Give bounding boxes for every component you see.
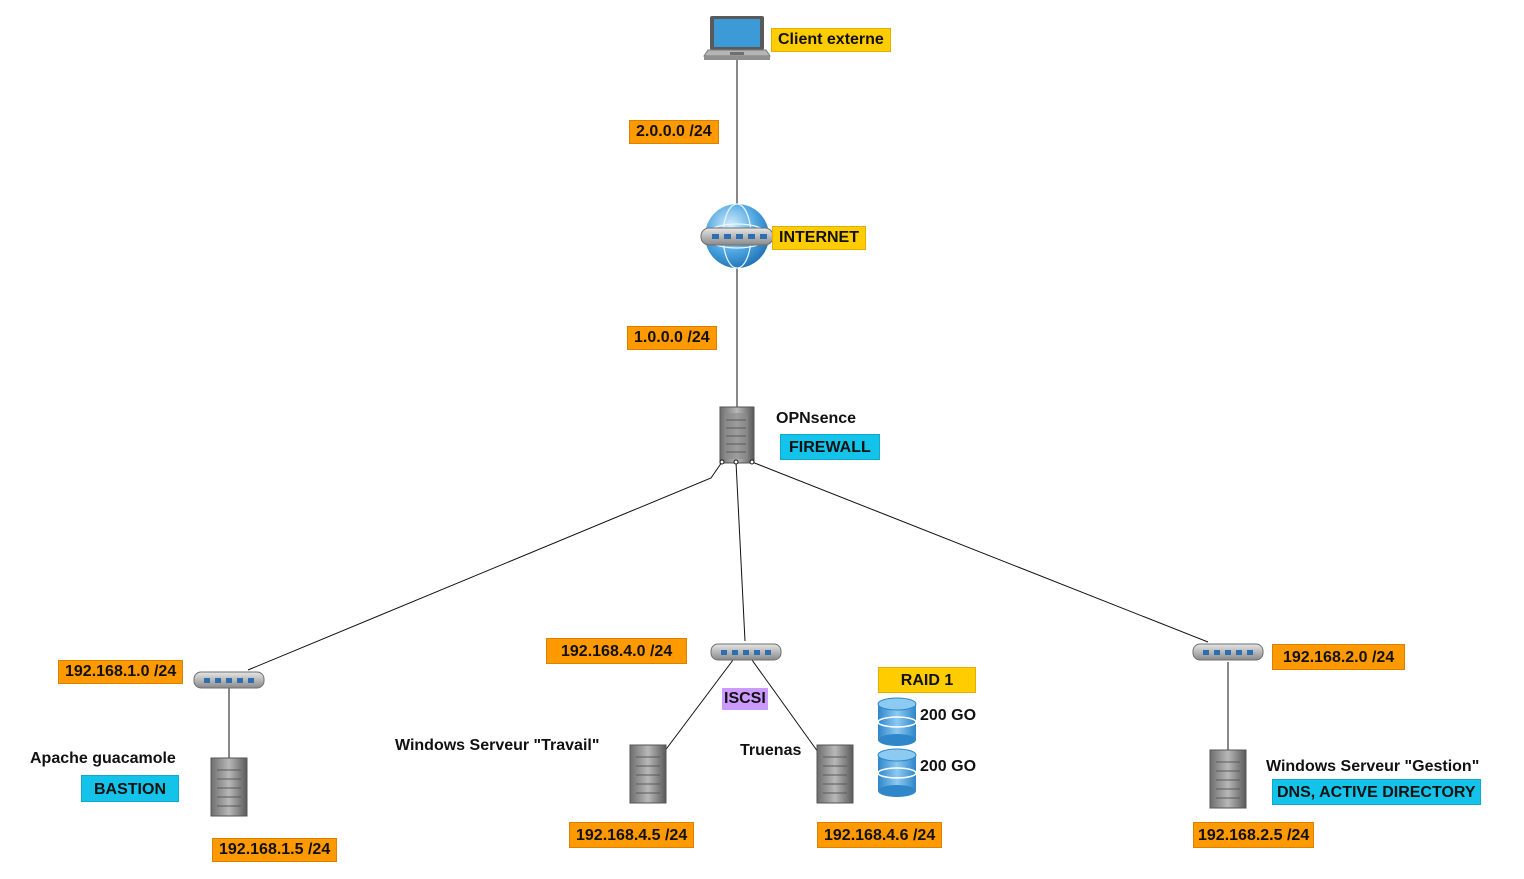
gestion-server-icon [1209,749,1247,809]
gestion-name: Windows Serveur "Gestion" [1266,758,1480,775]
laptop-icon [703,16,771,60]
switch-lan2-icon [1192,643,1264,661]
raid-label: RAID 1 [878,667,976,693]
link-firewall-lan1 [247,461,723,671]
switch-lan4-icon [710,643,782,661]
internet-subnet-label: 1.0.0.0 /24 [627,326,717,350]
lan4-subnet-label: 192.168.4.0 /24 [546,638,688,664]
gestion-role-badge: DNS, ACTIVE DIRECTORY [1272,779,1481,805]
firewall-server-icon [719,406,755,465]
internet-globe-icon [700,203,774,269]
network-links [228,60,1229,758]
travail-name: Windows Serveur "Travail" [395,737,600,754]
lan2-subnet-label: 192.168.2.0 /24 [1272,644,1406,670]
switch-lan1-icon [193,671,265,689]
disk-2-size: 200 GO [920,758,977,775]
bastion-ip-label: 192.168.1.5 /24 [212,838,338,862]
disk-1-icon [877,697,917,746]
link-firewall-lan2 [751,461,1209,643]
disk-1-size: 200 GO [920,707,977,724]
bastion-name: Apache guacamole [30,750,176,767]
bastion-role-badge: BASTION [81,775,179,802]
disk-2-icon [877,748,917,797]
firewall-name: OPNsence [776,410,857,427]
wan-subnet-label: 2.0.0.0 /24 [629,120,719,144]
truenas-ip-label: 192.168.4.6 /24 [817,822,943,848]
truenas-server-icon [816,744,854,804]
link-lan4-truenas [751,659,819,753]
bastion-server-icon [210,757,248,817]
gestion-ip-label: 192.168.2.5 /24 [1193,822,1315,848]
lan1-subnet-label: 192.168.1.0 /24 [58,660,184,684]
travail-ip-label: 192.168.4.5 /24 [569,822,695,848]
link-firewall-lan4 [735,461,746,642]
travail-server-icon [629,744,667,804]
truenas-name: Truenas [740,742,802,759]
link-lan4-travail [663,659,734,753]
client-label: Client externe [771,28,891,52]
firewall-role-badge: FIREWALL [780,434,880,460]
internet-label: INTERNET [772,226,866,250]
iscsi-label: ISCSI [722,688,768,710]
